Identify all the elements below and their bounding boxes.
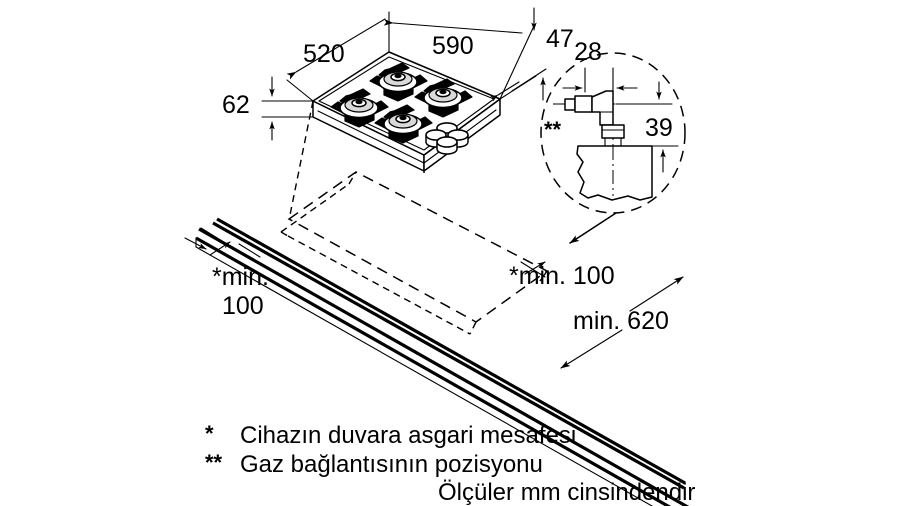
clearance-back-arrow [524, 261, 546, 275]
clearance-left-arrow-inner [209, 241, 231, 256]
gas-connection-detail: 28 39 ** [540, 38, 686, 244]
control-knobs [425, 122, 469, 155]
worktop-depth-arrow-lower [560, 329, 623, 369]
cutout-corner-back [348, 171, 357, 185]
clearance-left: *min. 100 [184, 227, 269, 320]
legend: * Cihazın duvara asgari mesafesi ** Gaz … [205, 421, 695, 506]
ext-line-520-front [286, 79, 314, 102]
ext-line-47-b [511, 68, 547, 92]
gas-hob [312, 51, 501, 172]
hob-front-lip [317, 110, 425, 164]
dimension-590: 590 [383, 11, 534, 100]
worktop-surface-line [198, 227, 690, 506]
clearance-back-label: *min. 100 [509, 262, 615, 290]
legend-marker-1: * [205, 421, 214, 446]
clearance-left-ext-a [200, 227, 223, 242]
burner-left [330, 88, 389, 128]
fitting-nut [601, 124, 625, 139]
worktop [195, 217, 690, 506]
burner-center-front [399, 115, 407, 121]
marker-double-asterisk-detail: ** [544, 117, 562, 142]
clearance-left-arrow-outer [184, 237, 207, 250]
dimension-62: 62 [222, 76, 314, 141]
dim-arrow-47-pointer [490, 81, 520, 102]
projection-left [289, 100, 314, 216]
worktop-depth-label: min. 620 [573, 307, 669, 335]
worktop-depth-arrow-upper [629, 276, 684, 312]
dim-line-520 [286, 18, 386, 80]
burner-center-left [355, 99, 363, 105]
legend-marker-2: ** [205, 450, 223, 475]
worktop-front-edge-bottom [195, 246, 654, 506]
burner-front [374, 104, 433, 144]
fitting-hex [574, 95, 593, 113]
ext-line-590-right [499, 27, 534, 100]
burner-center-back [394, 73, 402, 79]
cutout-corner-left [280, 231, 289, 237]
valve-body [576, 145, 653, 201]
control-knob-4 [436, 136, 458, 155]
clearance-left-ext-b [238, 243, 261, 258]
burner-center-right [439, 89, 447, 95]
legend-units-note: Ölçüler mm cinsindendir [438, 479, 695, 506]
legend-text-1: Cihazın duvara asgari mesafesi [240, 422, 576, 449]
dimension-label-47: 47 [546, 25, 574, 53]
burner-back [369, 62, 428, 102]
worktop-depth-dimension: min. 620 [560, 276, 684, 369]
dimension-label-520: 520 [303, 40, 345, 68]
worktop-upper-edge-a [212, 221, 685, 490]
dimension-label-28: 28 [574, 38, 602, 66]
cutout-edge-left-offset [280, 183, 350, 233]
dimension-520: 520 [286, 18, 386, 102]
worktop-front-edge-top [195, 236, 672, 506]
clearance-left-label-line2: 100 [222, 292, 264, 320]
fitting-nipple-end [564, 98, 576, 111]
clearance-left-label-line1: *min. [212, 263, 269, 291]
dimension-47: 47 [490, 7, 574, 102]
burner-right [414, 78, 473, 118]
dimension-label-62: 62 [222, 91, 250, 119]
dimension-label-39: 39 [645, 114, 673, 142]
detail-circle-outline [540, 52, 686, 214]
worktop-back-edge [216, 217, 686, 485]
cutout-front-offset [287, 235, 471, 335]
worktop-upper-edges [212, 221, 685, 490]
knob-top-4 [436, 136, 458, 148]
cutout-corner-front [469, 321, 477, 335]
legend-text-2: Gaz bağlantısının pozisyonu [240, 451, 543, 478]
dim-line-590 [383, 19, 523, 34]
detail-leader-arrow [569, 212, 617, 244]
clearance-back: *min. 100 [509, 261, 615, 290]
dimension-label-590: 590 [432, 32, 474, 60]
